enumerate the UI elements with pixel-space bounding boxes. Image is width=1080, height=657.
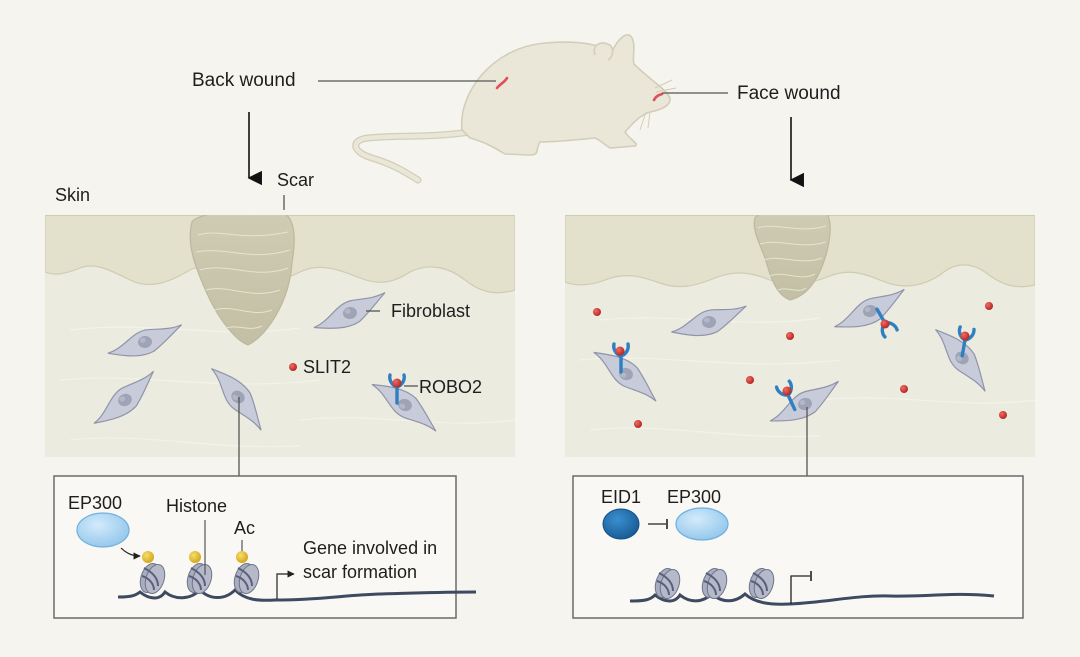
slit2-ligand <box>615 346 625 356</box>
acetyl-group <box>189 551 201 563</box>
eid1-label: EID1 <box>601 487 642 507</box>
slit2-ligand <box>782 386 792 396</box>
transcription-start-arrow <box>276 570 295 599</box>
ac-label: Ac <box>234 518 256 538</box>
left-chromatin <box>117 551 477 602</box>
eid1-protein <box>602 508 640 540</box>
face-wound-label: Face wound <box>737 83 841 104</box>
slit2-ligand <box>786 332 794 340</box>
back-wound-mark <box>495 76 509 90</box>
histone-label: Histone <box>166 496 228 516</box>
slit2-ligand <box>593 308 601 316</box>
left-ep300-label: EP300 <box>68 493 123 513</box>
inhibition-symbol <box>648 519 668 529</box>
left-fibroblasts <box>84 292 446 432</box>
robo2-label: ROBO2 <box>419 377 483 397</box>
fibroblast-label: Fibroblast <box>391 301 471 321</box>
scar-label: Scar <box>277 170 315 190</box>
slit2-ligand <box>999 411 1007 419</box>
gene-label-line2: scar formation <box>303 562 418 582</box>
right-scar <box>753 215 831 301</box>
slit2-ligand <box>880 319 890 329</box>
face-wound-mark <box>652 92 664 102</box>
dna-strand <box>629 591 995 606</box>
right-chromatin <box>629 564 995 606</box>
gene-label-line1: Gene involved in <box>303 538 438 558</box>
ep300-protein <box>675 507 729 541</box>
skin-label: Skin <box>55 185 91 205</box>
acetyl-group <box>236 551 248 563</box>
back-wound-label: Back wound <box>192 70 296 91</box>
mouse-ear <box>593 42 614 61</box>
slit2-label: SLIT2 <box>303 357 352 377</box>
left-skin-panel <box>45 215 515 457</box>
slit2-ligand <box>634 420 642 428</box>
dna-strand <box>117 587 477 602</box>
slit2-ligand <box>985 302 993 310</box>
ep300-protein <box>76 512 130 548</box>
right-fibroblasts <box>584 288 1007 428</box>
left-scar <box>189 215 295 346</box>
slit2-ligand <box>289 363 297 371</box>
mouse-body <box>460 34 671 156</box>
acetyl-group <box>142 551 154 563</box>
slit2-ligand <box>392 378 402 388</box>
mouse-illustration <box>352 34 677 184</box>
blocked-transcription-symbol <box>790 571 812 604</box>
slit2-ligand <box>900 385 908 393</box>
ep300-arrow <box>120 547 141 560</box>
slit2-ligand <box>746 376 754 384</box>
right-ep300-label: EP300 <box>667 487 722 507</box>
slit2-ligand <box>960 331 970 341</box>
